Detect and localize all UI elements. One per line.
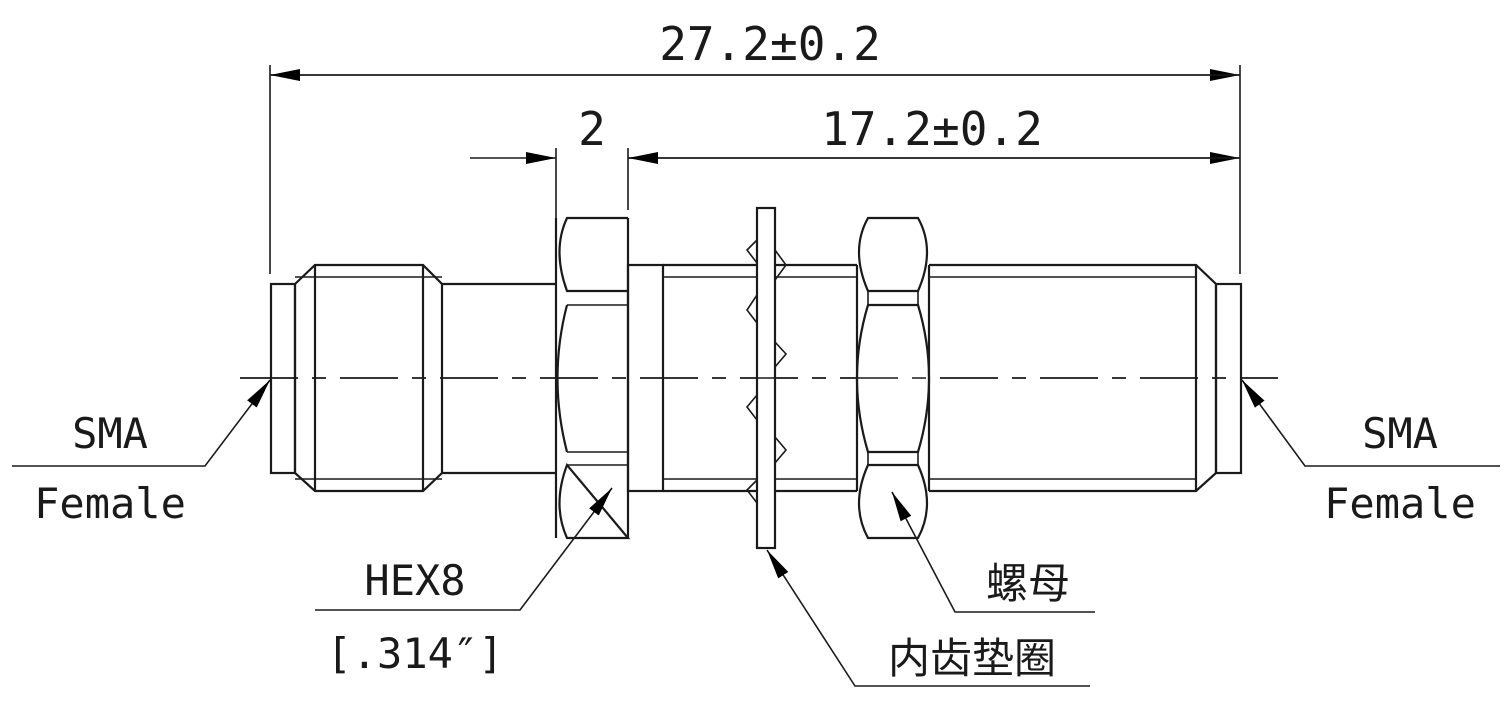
right-sma-label: SMA	[1362, 409, 1438, 458]
overall-length-label: 27.2±0.2	[659, 17, 881, 71]
leader-washer: 内齿垫圈	[766, 549, 1090, 687]
leader-nut: 螺母	[891, 491, 1095, 613]
hex-size-inch-label: [.314″]	[326, 629, 503, 678]
hex-size-label: HEX8	[364, 556, 465, 605]
right-female-label: Female	[1324, 479, 1476, 528]
left-sma-label: SMA	[72, 409, 148, 458]
dimension-thread-length: 17.2±0.2	[628, 102, 1240, 164]
dimension-hex-thickness: 2	[470, 102, 629, 238]
left-female-label: Female	[34, 479, 186, 528]
dimension-overall: 27.2±0.2	[269, 17, 1241, 274]
nut-label: 螺母	[986, 559, 1070, 608]
leader-hex: HEX8 [.314″]	[315, 487, 613, 678]
hex-thickness-label: 2	[578, 102, 606, 156]
leader-right-sma: SMA Female	[1241, 379, 1500, 528]
leader-left-sma: SMA Female	[12, 379, 271, 528]
lock-washer-label: 内齿垫圈	[888, 634, 1056, 683]
thread-length-label: 17.2±0.2	[821, 102, 1043, 156]
